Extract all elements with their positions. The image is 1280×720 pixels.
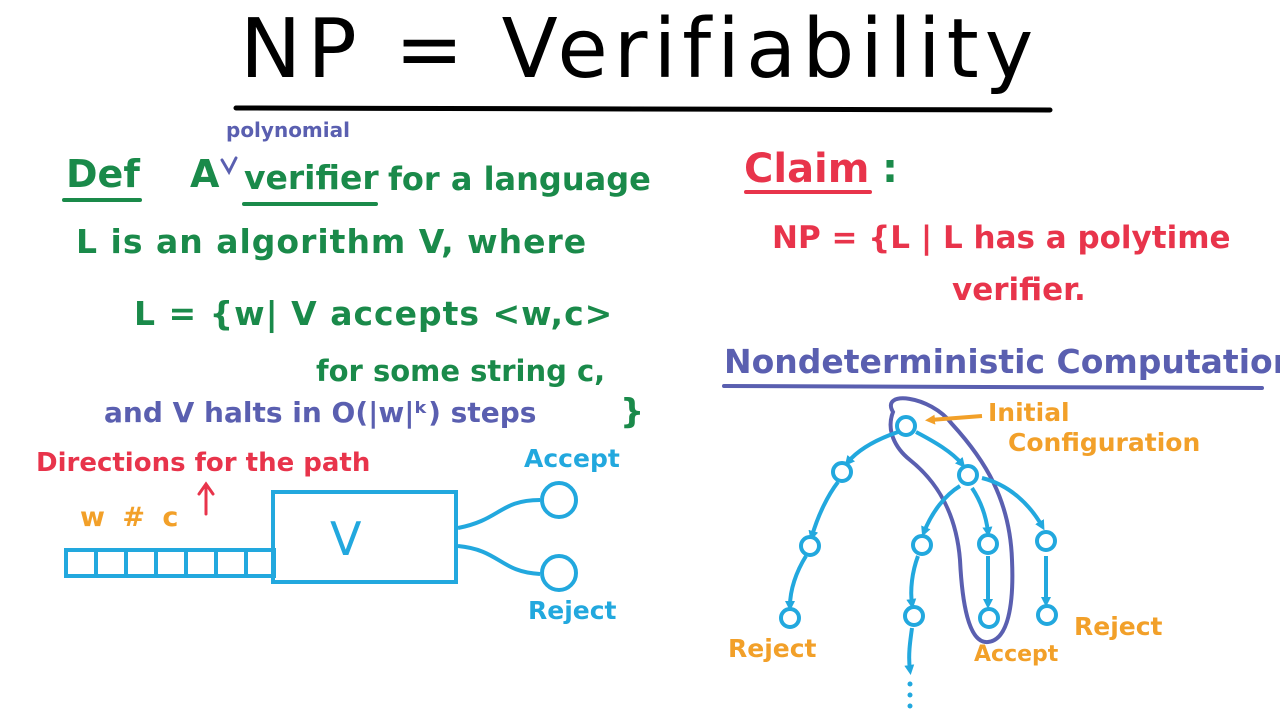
- reject-state-label: Reject: [528, 596, 617, 625]
- tree-node: [911, 534, 933, 556]
- page-title: NP = Verifiability: [240, 2, 1040, 97]
- accepting-path-highlight: [888, 396, 1015, 644]
- claim-line1: NP = {L | L has a polytime: [772, 220, 1231, 256]
- halting-condition: and V halts in O(|w|ᵏ) steps: [104, 396, 537, 429]
- accept-state: [540, 481, 578, 519]
- polynomial-annotation: polynomial: [226, 118, 350, 142]
- tree-node-accept: [978, 607, 1000, 629]
- insertion-caret: [220, 156, 238, 176]
- directions-arrow: [197, 481, 215, 516]
- tree-title: Nondeterministic Computation: [724, 342, 1280, 381]
- certificate-condition: for some string c,: [316, 354, 606, 388]
- tree-node: [957, 464, 979, 486]
- tree-reject-left-label: Reject: [728, 634, 817, 663]
- initial-config-label-line2: Configuration: [1008, 428, 1201, 457]
- accept-connector: [457, 498, 541, 530]
- input-tape: [64, 548, 276, 578]
- definition-article: A: [190, 152, 220, 196]
- tree-reject-right-label: Reject: [1074, 612, 1163, 641]
- claim-colon: :: [882, 146, 898, 192]
- tree-edges: [785, 430, 1051, 675]
- reject-connector: [457, 544, 541, 576]
- claim-line2: verifier.: [952, 272, 1086, 308]
- tape-contents-label: w # c: [80, 502, 183, 533]
- continuation-dots: [907, 681, 913, 709]
- tree-node-root: [895, 415, 917, 437]
- verifier-box-label: V: [330, 512, 362, 566]
- tree-node-reject-right: [1036, 604, 1058, 626]
- directions-label: Directions for the path: [36, 448, 371, 478]
- verifier-keyword: verifier: [244, 158, 379, 197]
- tree-node: [977, 533, 999, 555]
- tree-node: [799, 535, 821, 557]
- tree-node: [1035, 530, 1057, 552]
- tree-nodes: [779, 415, 1058, 629]
- initial-pointer: [925, 414, 983, 425]
- reject-state: [540, 554, 578, 592]
- claim-label: Claim: [744, 146, 870, 192]
- title-underline: [233, 105, 1053, 113]
- tree-node-reject-left: [779, 607, 801, 629]
- tree-title-underline: [722, 384, 1264, 390]
- language-set-definition: L = {w| V accepts <w,c>: [134, 294, 614, 333]
- closing-brace: }: [620, 392, 645, 432]
- definition-label: Def: [66, 152, 140, 196]
- verifier-box: [271, 490, 458, 584]
- definition-line1-rest: for a language: [388, 160, 651, 198]
- initial-config-label-line1: Initial: [988, 398, 1070, 427]
- tree-accept-label: Accept: [974, 642, 1059, 667]
- definition-line2: L is an algorithm V, where: [76, 222, 588, 261]
- accept-state-label: Accept: [524, 444, 620, 473]
- tree-node: [831, 461, 853, 483]
- tree-node: [903, 605, 925, 627]
